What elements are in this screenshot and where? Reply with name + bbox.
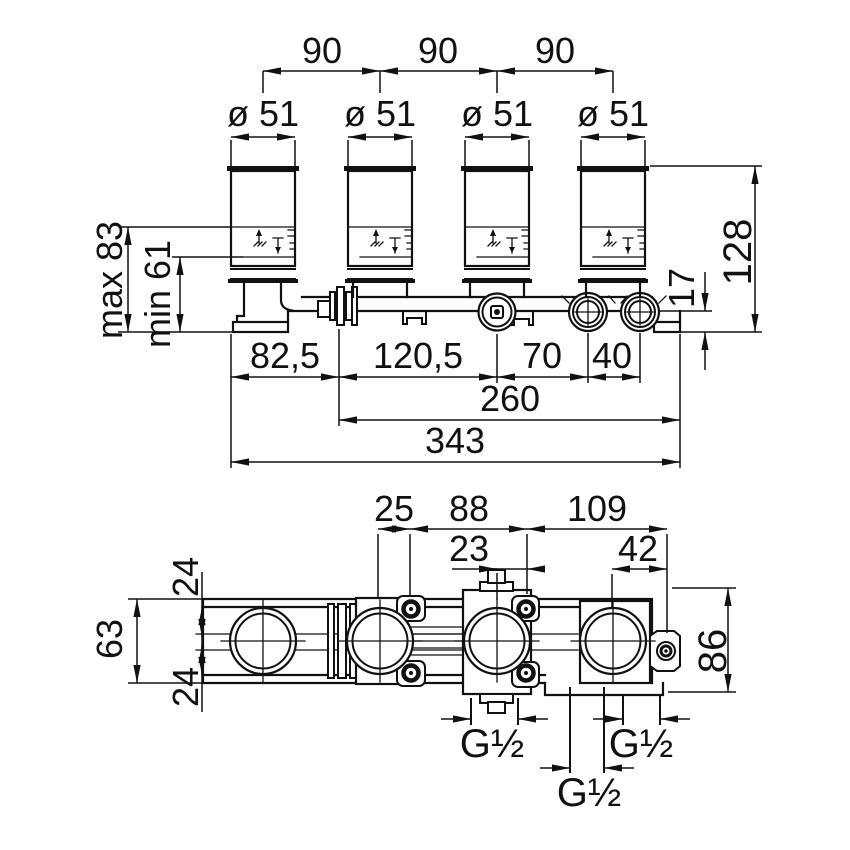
thread-label-left: G½: [460, 722, 524, 766]
dim-label-343: 343: [425, 420, 485, 461]
dim-label-120-5: 120,5: [373, 335, 463, 376]
dim-label-86: 86: [691, 629, 735, 674]
dim-plan-right: 86: [668, 587, 736, 693]
thread-label-right: G½: [609, 722, 673, 766]
screw-holes: [401, 599, 676, 683]
dim-label-dia-1: ø 51: [227, 93, 299, 134]
dim-label-63: 63: [89, 619, 130, 659]
inlet-union: [567, 291, 609, 333]
body-circle-3: [454, 599, 540, 683]
dim-label-24-top: 24: [165, 557, 206, 597]
body-circle-2: [337, 599, 423, 683]
dim-label-90-3: 90: [535, 30, 575, 71]
dim-label-90-2: 90: [418, 30, 458, 71]
dim-label-25: 25: [374, 488, 414, 529]
cylinder-4: [577, 166, 649, 299]
dim-plan-left: 63 24 24: [89, 557, 206, 712]
dim-label-82-5: 82,5: [250, 335, 320, 376]
cartridge-cylinders: [227, 166, 649, 299]
dim-label-dia-2: ø 51: [344, 93, 416, 134]
dim-right-heights: 128 17: [650, 165, 762, 370]
plan-view: 25 88 109 23 42 63 24 24 86: [89, 488, 736, 815]
inlet-union: [619, 291, 661, 333]
dim-spacing-90: 90 90 90: [262, 30, 614, 93]
manifold-body: [231, 281, 682, 334]
dim-label-24-bottom: 24: [165, 667, 206, 707]
body-circle-4: [570, 599, 656, 683]
dim-label-dia-4: ø 51: [577, 93, 649, 134]
thread-callouts: G½ G½ G½: [441, 715, 690, 815]
dim-depth: max 83 min 61: [89, 221, 243, 348]
cylinder-2: [344, 166, 416, 299]
pipe-clip: [402, 310, 427, 325]
dim-label-128: 128: [716, 219, 760, 286]
dim-label-260: 260: [480, 378, 540, 419]
dim-label-dia-3: ø 51: [461, 93, 533, 134]
dim-label-88: 88: [449, 488, 489, 529]
dim-plan-top: 25 88 109: [374, 488, 668, 633]
center-boss: [477, 292, 517, 332]
dim-label-40: 40: [592, 335, 632, 376]
dim-label-109: 109: [567, 488, 627, 529]
body-circle-1: [220, 599, 306, 683]
dim-label-max83: max 83: [89, 221, 130, 339]
dim-bottom-rows: 82,5 120,5 70 40 260 343: [230, 329, 681, 468]
dim-label-42: 42: [618, 528, 658, 569]
dim-label-23: 23: [449, 528, 489, 569]
dim-plan-second: 23 42: [449, 528, 667, 607]
cylinder-1: [227, 166, 299, 283]
dim-label-min61: min 61: [137, 240, 178, 348]
dim-diameters: ø 51 ø 51 ø 51 ø 51: [227, 93, 649, 166]
body-circles: [220, 599, 656, 683]
dim-label-17: 17: [661, 268, 702, 308]
wall-bracket: [317, 286, 358, 326]
thread-label-center: G½: [557, 771, 621, 815]
dim-label-70: 70: [522, 335, 562, 376]
cylinder-3: [461, 166, 533, 299]
front-view: 90 90 90 ø 51 ø 51 ø 51 ø 51 max 83 min …: [89, 30, 762, 468]
dim-label-90-1: 90: [302, 30, 342, 71]
